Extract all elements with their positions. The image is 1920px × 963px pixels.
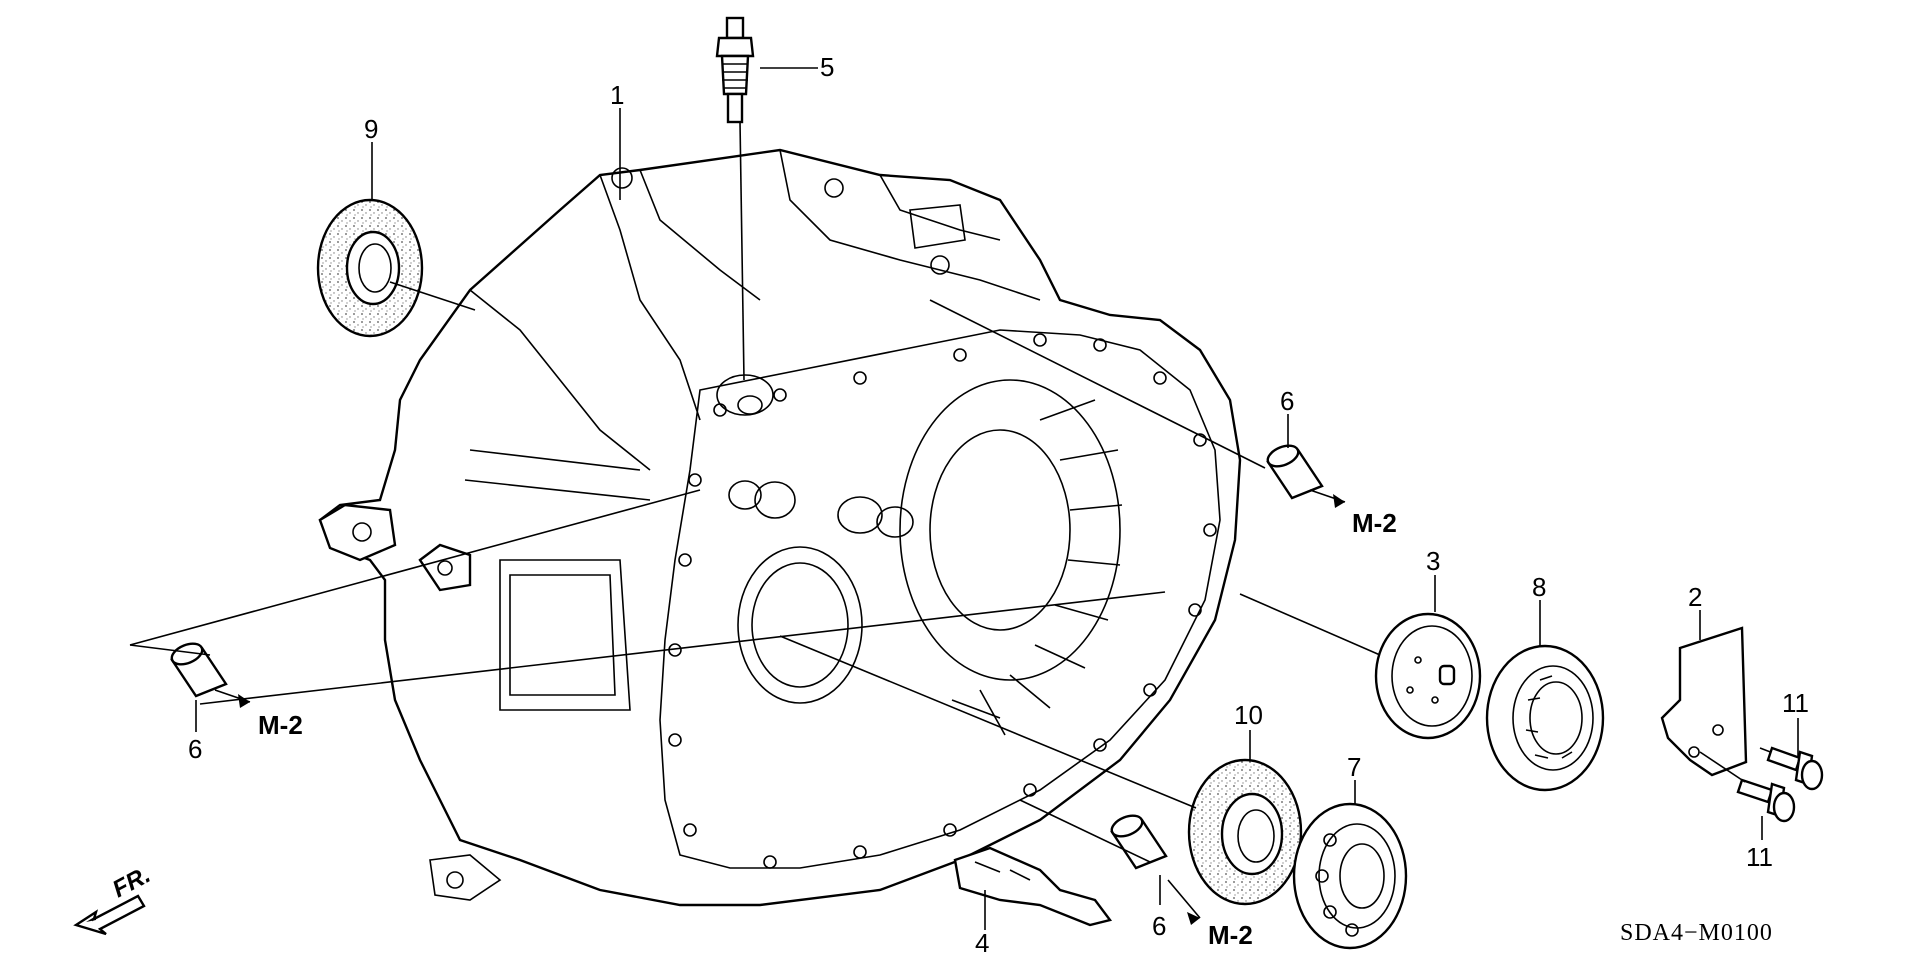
reference-m2-bottom[interactable]: M-2 bbox=[1208, 920, 1253, 950]
callout-2: 2 bbox=[1688, 582, 1702, 612]
reference-arrows bbox=[238, 494, 1345, 925]
part-2-bracket[interactable] bbox=[1660, 626, 1748, 777]
front-direction-arrow bbox=[73, 894, 146, 936]
part-6-dowel-pin-bottom[interactable] bbox=[1109, 812, 1168, 870]
callout-8: 8 bbox=[1532, 572, 1546, 602]
leader-lines bbox=[129, 67, 1799, 930]
callout-labels: 1 2 3 4 5 6 6 6 7 8 9 10 11 11 M-2 M-2 M… bbox=[108, 52, 1809, 958]
callout-6-right: 6 bbox=[1280, 386, 1294, 416]
callout-3: 3 bbox=[1426, 546, 1440, 576]
diagram-code: SDA4−M0100 bbox=[1620, 920, 1773, 946]
callout-7: 7 bbox=[1347, 752, 1361, 782]
clutch-housing[interactable] bbox=[318, 148, 1242, 907]
callout-1: 1 bbox=[610, 80, 624, 110]
part-6-dowel-pin-right[interactable] bbox=[1265, 442, 1324, 500]
callout-9: 9 bbox=[364, 114, 378, 144]
reference-m2-left[interactable]: M-2 bbox=[258, 710, 303, 740]
part-11-bolt-lower[interactable] bbox=[1736, 778, 1796, 823]
reference-m2-right[interactable]: M-2 bbox=[1352, 508, 1397, 538]
part-7-ball-bearing[interactable] bbox=[1292, 802, 1408, 950]
part-4-harness-bracket[interactable] bbox=[953, 846, 1113, 927]
callout-5: 5 bbox=[820, 52, 834, 82]
part-5-sensor-switch[interactable] bbox=[715, 16, 755, 124]
callout-4: 4 bbox=[975, 928, 989, 958]
callout-6-left: 6 bbox=[188, 734, 202, 764]
part-3-oil-guide-plate[interactable] bbox=[1374, 612, 1482, 740]
callout-10: 10 bbox=[1234, 700, 1263, 730]
part-6-dowel-pin-left[interactable] bbox=[169, 640, 228, 698]
callout-11-upper: 11 bbox=[1782, 688, 1809, 718]
callout-11-lower: 11 bbox=[1746, 842, 1773, 872]
part-8-roller-bearing[interactable] bbox=[1485, 644, 1605, 792]
part-9-oil-seal[interactable] bbox=[316, 198, 424, 338]
front-direction-label: FR. bbox=[108, 861, 155, 903]
part-11-bolt-upper[interactable] bbox=[1759, 746, 1824, 791]
part-10-oil-seal[interactable] bbox=[1187, 758, 1303, 906]
callout-6-bottom: 6 bbox=[1152, 911, 1166, 941]
